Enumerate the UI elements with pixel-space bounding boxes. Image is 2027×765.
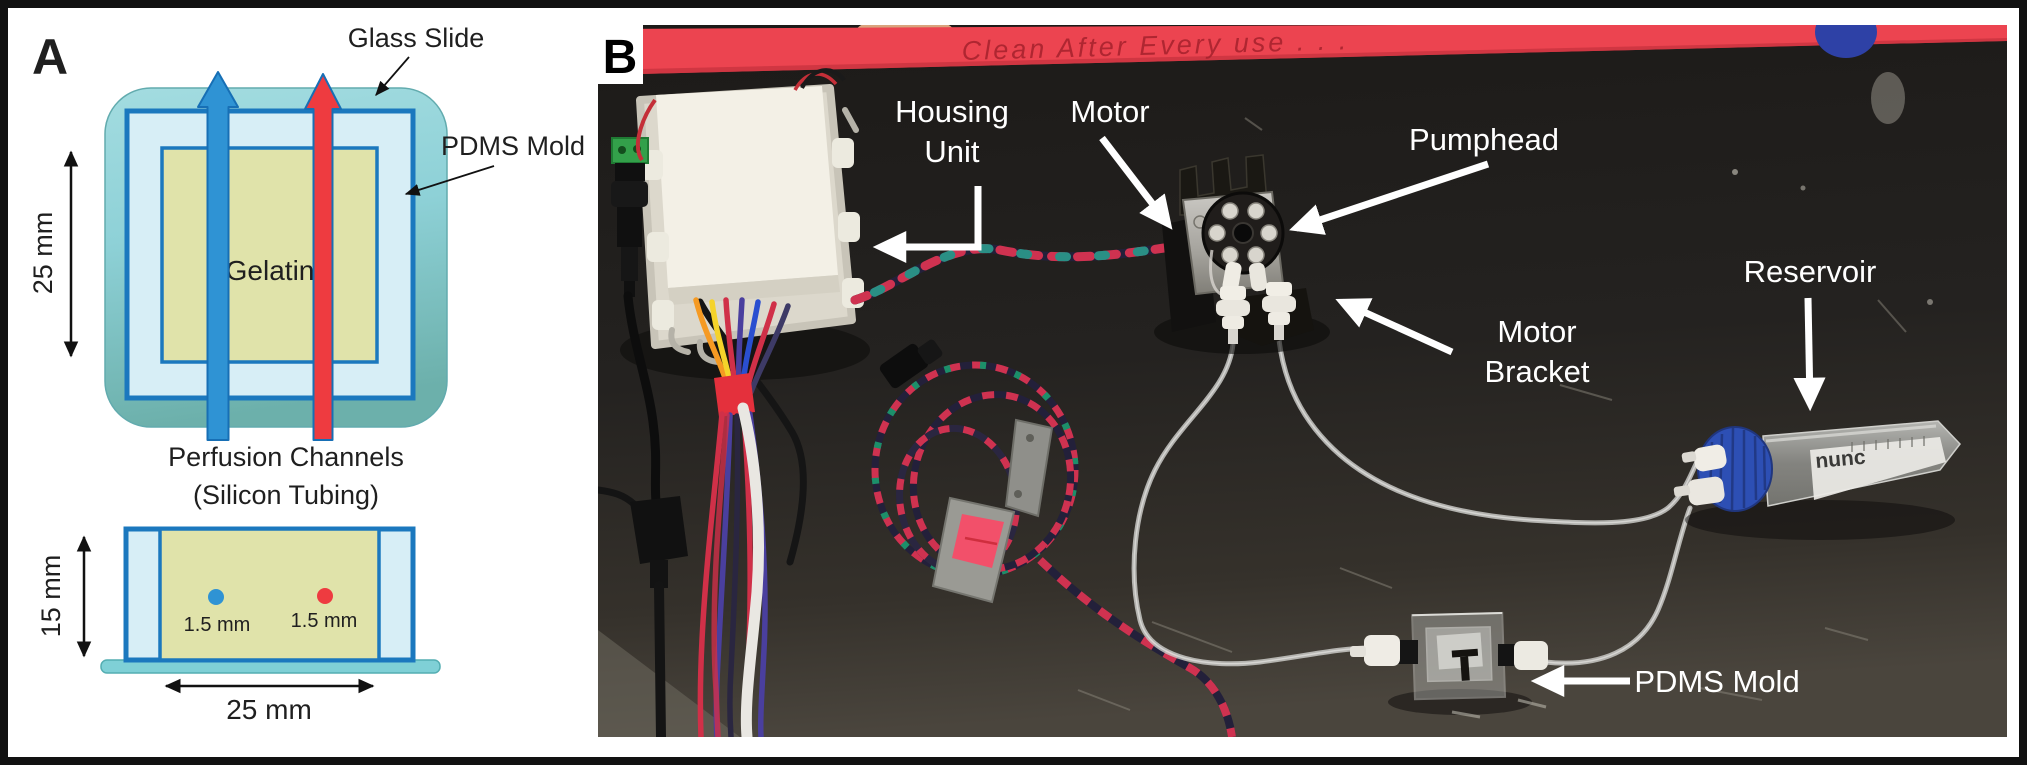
blue-flow-arrow-icon [197,71,239,441]
perfusion-tubing [1131,337,1700,667]
terminal-port [618,146,626,154]
pumphead-bolts [1208,202,1278,264]
mold-glint [1412,611,1503,617]
pump-roller [1222,261,1242,293]
reservoir-tube: nunc [1673,420,1961,540]
reservoir-arrow [1793,297,1826,412]
cable-splitter [630,496,688,564]
housing-unit [611,68,870,380]
pump-outlet-fittings [1216,282,1296,344]
dimension-label-15mm: 15 mm [36,555,66,638]
pumphead-arrow [1289,160,1490,235]
bench-speck [1732,169,1738,175]
splitter-strain-relief [650,560,668,588]
motor-assembly [1154,154,1330,354]
black-crossing-cable [696,298,807,566]
black-power-cable [623,291,661,507]
red-tape-strip-edge [598,38,2007,75]
motor-label: Motor [1070,94,1149,129]
connector-screw [1014,490,1022,498]
gelatin-side-shape [158,527,381,662]
panel-b-label-box [598,25,643,84]
debris [1451,710,1481,719]
mold-right-nut [1514,641,1548,670]
reservoir-highlight [1765,424,1937,443]
mold-left-collar [1398,640,1418,664]
white-cable [737,402,765,737]
perfusion-channels-label-line1: Perfusion Channels [168,442,404,472]
red-flow-arrow-icon [304,73,342,441]
motor-bracket-label-line2: Bracket [1484,354,1589,389]
glass-slide-label: Glass Slide [348,23,485,53]
motor-bracket-arrow [1335,298,1454,356]
black-cable-lower [654,581,666,737]
mold-right-collar [1498,644,1516,666]
pumphead-label: Pumphead [1409,122,1559,157]
bench-speck [1927,299,1933,305]
channel-port-red-icon [317,588,333,604]
reservoir-luer-fittings [1673,444,1727,506]
red-wire-top [636,98,657,162]
blue-knob [1815,25,1877,58]
panel-b-label: B [603,31,638,84]
motor-arrow [1099,135,1173,230]
pdms-mold-pointer-arrow [404,165,495,196]
glass-slide-pointer-arrow [375,56,410,97]
green-terminal-block [611,137,649,164]
dimension-label-25mm-vertical: 25 mm [28,212,58,295]
wire-harness [598,291,807,737]
housing-lid-edge [668,275,840,305]
gelatin-label: Gelatin [226,255,315,286]
dimension-label-25mm-horizontal: 25 mm [226,694,312,725]
graduation-marks [1851,436,1925,452]
black-inline-connector-tip [917,339,943,365]
reservoir-shadow [1685,500,1955,540]
mold-port-stem [1460,656,1470,681]
gelatin-shape [160,146,379,364]
bench-smudge [1871,72,1905,124]
mold-left-nut [1364,635,1400,666]
black-inline-connector [879,343,929,389]
channel-left-dimension-label: 1.5 mm [184,614,251,636]
twisted-motor-cable [850,243,1169,305]
channel-right-dimension-label: 1.5 mm [291,610,358,632]
mold-left-stem [1350,646,1366,657]
coiled-ribbon-cable [871,339,1236,737]
panel-b-photograph: Clean After Every use . . . [598,25,2007,737]
pump-roller [1248,262,1268,292]
reservoir-brand-text: nunc [1814,446,1866,473]
pdms-mold-device [1350,611,1548,719]
photo-annotations: Housing Unit Motor Pumphead Motor Bracke… [872,94,1877,699]
pumphead-center-bore [1232,222,1254,244]
panel-a-schematic: A Gelatin 25 mm Glass Slide PDMS Mold Pe… [28,23,585,725]
housing-unit-arrow [872,186,982,264]
housing-metal-pins [668,107,859,365]
bench-scratches [1077,117,1907,711]
top-view-diagram: Gelatin 25 mm Glass Slide PDMS Mold Perf… [28,23,585,510]
motor-bracket-label-line1: Motor [1497,314,1576,349]
housing-lid [656,86,838,288]
tape-scribble [964,536,998,546]
mold-shadow [1388,689,1532,715]
pdms-mold-photo-label: PDMS Mold [1634,664,1799,699]
debris [1517,698,1547,709]
floor-corner [598,630,740,737]
housing-unit-label-line2: Unit [924,134,980,169]
dc-power-connector [611,163,648,297]
black-wire-top-right [800,68,846,89]
reservoir-label-sticker [1810,437,1946,500]
channel-port-blue-icon [208,589,224,605]
bench-speck [1800,185,1806,191]
perfusion-channels-label-line2: (Silicon Tubing) [193,480,379,510]
housing-unit-label-line1: Housing [895,94,1009,129]
pdms-mold-label: PDMS Mold [441,131,585,161]
connector-screw [1026,434,1034,442]
panel-a-label: A [32,29,68,85]
mold-port-dark [1451,648,1479,658]
side-view-diagram: 1.5 mm 1.5 mm 15 mm 25 mm [36,526,441,725]
reservoir-label: Reservoir [1744,254,1877,289]
